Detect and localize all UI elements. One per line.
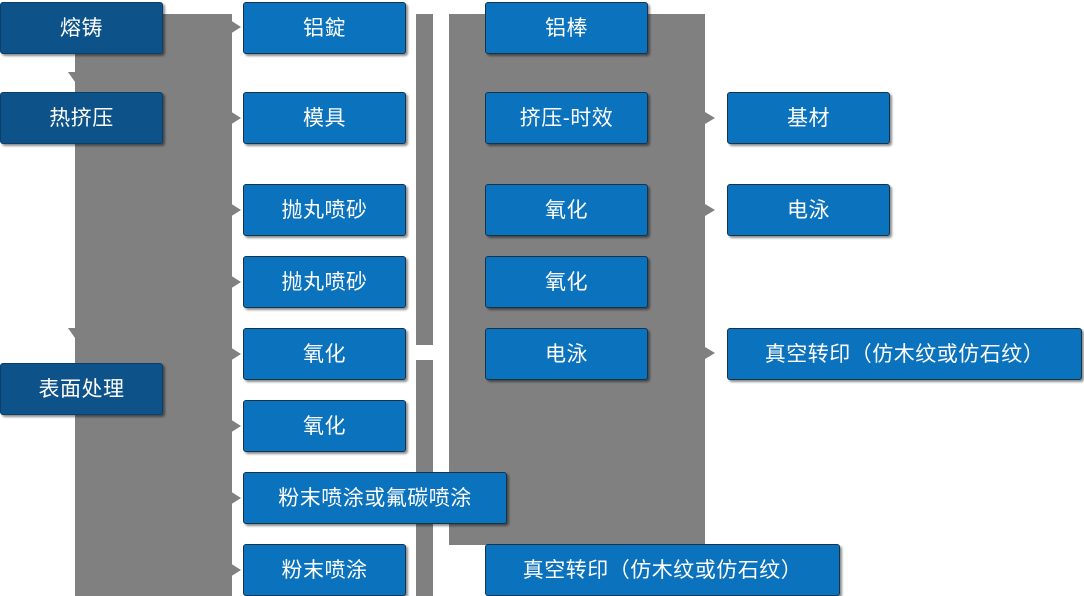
step-box-aluminum-ingot[interactable]: 铝錠 — [243, 2, 406, 54]
step-label-oxidation-2: 氧化 — [303, 414, 346, 438]
link-line-3 — [433, 204, 449, 208]
output-box-base-material[interactable]: 基材 — [727, 92, 890, 144]
process-label-extrusion-aging: 挤压-时效 — [519, 106, 614, 130]
output-label-base-material: 基材 — [787, 106, 830, 130]
step-label-powder-or-fluorocarbon: 粉末喷涂或氟碳喷涂 — [278, 486, 472, 510]
link-line-6 — [433, 564, 449, 568]
process-box-electrophoresis[interactable]: 电泳 — [485, 328, 648, 380]
arrow-to-step-shot-blast-2-icon — [230, 275, 241, 289]
output-box-electrophoresis[interactable]: 电泳 — [727, 184, 890, 236]
link-line-2 — [433, 112, 449, 116]
arrow-to-step-mold-icon — [230, 111, 241, 125]
arrow-to-step-shot-blast-1-icon — [230, 203, 241, 217]
arrow-to-step-oxidation-2-icon — [230, 419, 241, 433]
output-box-vacuum-transfer[interactable]: 真空转印（仿木纹或仿石纹） — [727, 328, 1082, 380]
process-label-oxidation-2: 氧化 — [545, 270, 588, 294]
step-label-mold: 模具 — [303, 106, 346, 130]
step-box-mold[interactable]: 模具 — [243, 92, 406, 144]
arrow-to-out-electrophoresis-icon — [705, 204, 715, 216]
process-box-oxidation-1[interactable]: 氧化 — [485, 184, 648, 236]
stage-box-melt-cast[interactable]: 熔铸 — [0, 2, 163, 54]
output-label-electrophoresis: 电泳 — [787, 198, 830, 222]
arrow-to-step-powder-coating-icon — [230, 563, 241, 577]
step-box-oxidation-2[interactable]: 氧化 — [243, 400, 406, 452]
process-box-aluminum-bar[interactable]: 铝棒 — [485, 2, 648, 54]
arrow-to-out-base-material-icon — [705, 112, 715, 124]
process-box-extrusion-aging[interactable]: 挤压-时效 — [485, 92, 648, 144]
connector-surface-to-band — [163, 388, 179, 391]
process-box-oxidation-2[interactable]: 氧化 — [485, 256, 648, 308]
arrow-to-step-aluminum-ingot-icon — [230, 20, 241, 34]
stage-label-hot-extrusion: 热挤压 — [49, 106, 114, 130]
link-line-1 — [433, 20, 449, 24]
stage-label-melt-cast: 熔铸 — [60, 16, 103, 40]
process-box-vacuum-transfer[interactable]: 真空转印（仿木纹或仿石纹） — [485, 544, 840, 596]
link-line-5 — [433, 348, 449, 352]
step-label-powder-coating: 粉末喷涂 — [281, 558, 368, 582]
step-label-oxidation-1: 氧化 — [303, 342, 346, 366]
arrow-to-step-oxidation-1-icon — [230, 347, 241, 361]
arrow-to-step-powder-or-fluorocarbon-icon — [230, 491, 241, 505]
process-label-vacuum-transfer: 真空转印（仿木纹或仿石纹） — [522, 558, 803, 582]
step-label-shot-blast-2: 抛丸喷砂 — [281, 270, 368, 294]
connector-band-step-to-process-a — [416, 14, 433, 345]
step-box-oxidation-1[interactable]: 氧化 — [243, 328, 406, 380]
process-label-electrophoresis: 电泳 — [545, 342, 588, 366]
step-label-shot-blast-1: 抛丸喷砂 — [281, 198, 368, 222]
link-line-4 — [433, 276, 449, 280]
step-label-aluminum-ingot: 铝錠 — [303, 16, 346, 40]
arrow-to-out-vacuum-transfer-icon — [705, 347, 715, 359]
step-box-powder-or-fluorocarbon[interactable]: 粉末喷涂或氟碳喷涂 — [243, 472, 507, 524]
process-label-oxidation-1: 氧化 — [545, 198, 588, 222]
stage-label-surface-treatment: 表面处理 — [38, 377, 125, 401]
stage-box-hot-extrusion[interactable]: 热挤压 — [0, 92, 163, 144]
step-box-shot-blast-1[interactable]: 抛丸喷砂 — [243, 184, 406, 236]
arrow-extrusion-to-surface-icon — [68, 328, 82, 338]
step-box-powder-coating[interactable]: 粉末喷涂 — [243, 544, 406, 596]
step-box-shot-blast-2[interactable]: 抛丸喷砂 — [243, 256, 406, 308]
output-label-vacuum-transfer: 真空转印（仿木纹或仿石纹） — [764, 342, 1045, 366]
process-label-aluminum-bar: 铝棒 — [545, 16, 588, 40]
arrow-melt-to-extrusion-icon — [68, 72, 82, 82]
stage-box-surface-treatment[interactable]: 表面处理 — [0, 363, 163, 415]
